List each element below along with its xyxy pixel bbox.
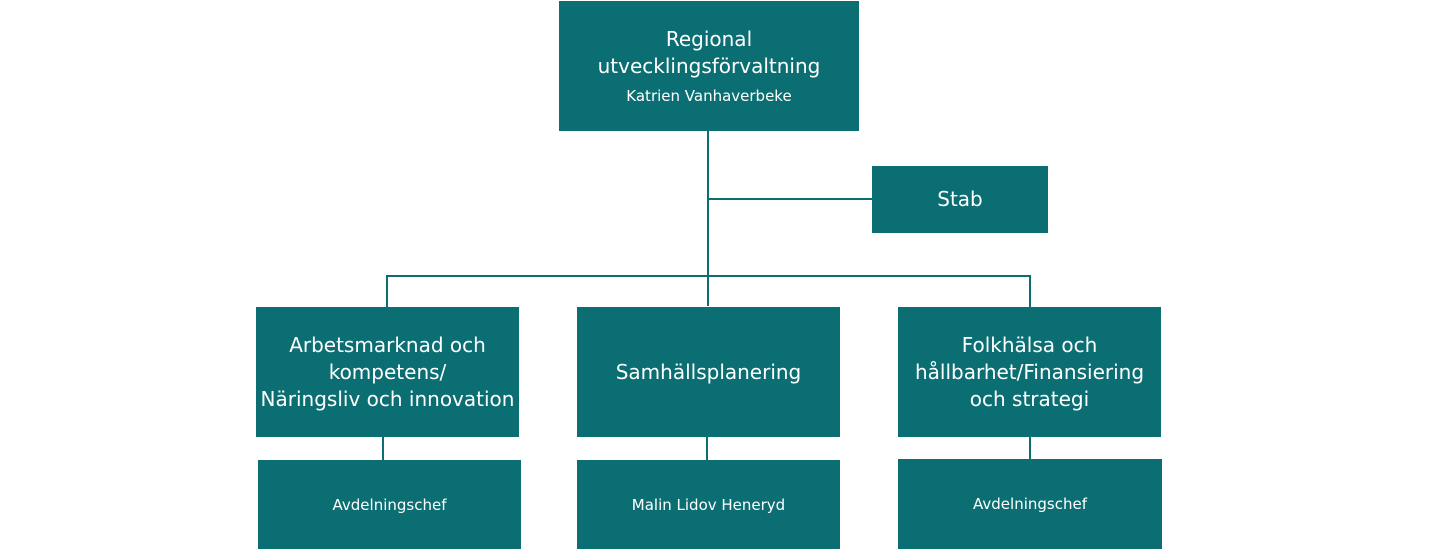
connector-stab	[708, 198, 872, 200]
org-box-samhallsplanering: Samhällsplanering	[577, 307, 840, 437]
org-box-arbetsmarknad: Arbetsmarknad och kompetens/ Näringsliv …	[256, 307, 519, 437]
department-head-left: Avdelningschef	[332, 495, 447, 514]
department-head-middle: Malin Lidov Heneryd	[631, 495, 786, 514]
connector-drop-left	[386, 275, 388, 307]
connector-right-head	[1029, 436, 1031, 459]
department-title-middle: Samhällsplanering	[615, 359, 802, 384]
org-box-regional-utvecklingsforvaltning: Regional utvecklingsförvaltning Katrien …	[559, 1, 859, 131]
top-person: Katrien Vanhaverbeke	[626, 87, 792, 105]
org-box-stab: Stab	[872, 166, 1048, 233]
connector-left-head	[382, 436, 384, 460]
department-title-left: Arbetsmarknad och kompetens/ Näringsliv …	[260, 332, 515, 411]
stab-title: Stab	[937, 187, 983, 211]
org-box-head-right: Avdelningschef	[898, 459, 1162, 549]
connector-middle-head	[706, 436, 708, 460]
org-box-head-middle: Malin Lidov Heneryd	[577, 460, 840, 549]
connector-horizontal-bar	[386, 275, 1031, 277]
org-box-folkhalsa: Folkhälsa och hållbarhet/Finansiering oc…	[898, 307, 1161, 437]
department-title-right: Folkhälsa och hållbarhet/Finansiering oc…	[914, 332, 1145, 411]
org-box-head-left: Avdelningschef	[258, 460, 521, 549]
connector-drop-right	[1029, 275, 1031, 307]
connector-top-trunk	[707, 131, 709, 306]
top-title: Regional utvecklingsförvaltning	[597, 27, 821, 78]
department-head-right: Avdelningschef	[973, 495, 1087, 513]
